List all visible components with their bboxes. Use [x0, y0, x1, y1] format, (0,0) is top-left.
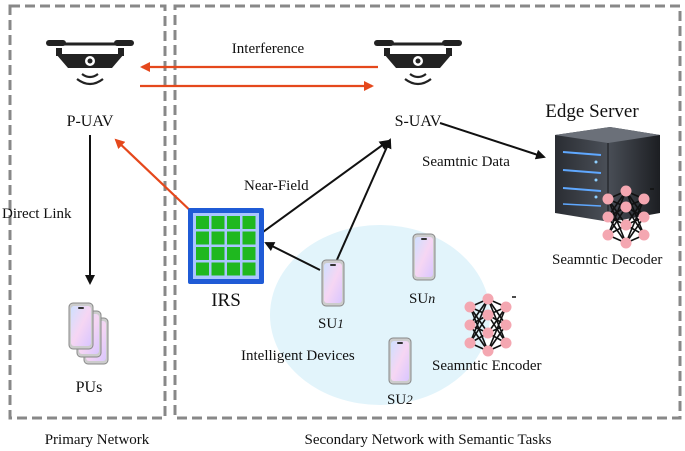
- primary-network-border: [8, 4, 167, 420]
- nn-node: [464, 337, 476, 349]
- irs-element: [211, 216, 225, 229]
- irs-element: [242, 247, 256, 260]
- nn-node: [464, 301, 476, 313]
- irs-element: [196, 262, 209, 276]
- irs-to-suav-arrow: [251, 139, 390, 241]
- nn-node: [602, 193, 614, 205]
- su1-to-irs-arrow: [264, 242, 321, 271]
- nn-node: [500, 301, 512, 313]
- semantic-encoder-network-icon: [464, 293, 516, 357]
- near-field-label: Near-Field: [244, 178, 309, 194]
- s-uav-label: S-UAV: [395, 113, 442, 130]
- irs-element: [242, 216, 256, 229]
- semantic-encoder-label: Seamntic Encoder: [432, 358, 542, 374]
- irs-element: [211, 262, 225, 276]
- irs-element: [227, 247, 240, 260]
- nn-node: [602, 229, 614, 241]
- semantic-decoder-label: Seamntic Decoder: [552, 252, 662, 268]
- nn-node: [620, 201, 632, 213]
- secondary-network-label: Secondary Network with Semantic Tasks: [305, 432, 552, 448]
- su1-phone-icon: [321, 259, 345, 307]
- su2-label: SU2: [387, 392, 413, 408]
- irs-panel: [188, 208, 264, 284]
- pus-label: PUs: [76, 379, 103, 396]
- su1-label: SU1: [318, 316, 344, 332]
- nn-node: [620, 219, 632, 231]
- nn-node: [638, 229, 650, 241]
- sun-label: SUn: [409, 291, 435, 307]
- p-uav-drone-icon: [46, 40, 134, 86]
- nn-node: [638, 193, 650, 205]
- nn-node: [602, 211, 614, 223]
- irs-element: [242, 231, 256, 245]
- edge-server-label: Edge Server: [545, 101, 639, 122]
- semantic-decoder-network-icon: [602, 185, 654, 249]
- nn-node: [500, 319, 512, 331]
- irs-element: [211, 231, 225, 245]
- pus-phone-stack-icon: [68, 302, 109, 365]
- irs-element: [196, 231, 209, 245]
- secondary-network-border: [173, 4, 682, 420]
- irs-element: [227, 262, 240, 276]
- irs-to-puav-arrow: [114, 138, 197, 217]
- nn-node: [620, 237, 632, 249]
- su1-to-suav-arrow: [335, 138, 392, 263]
- semantic-data-label: Seamtnic Data: [422, 154, 510, 170]
- s-uav-drone-icon: [374, 40, 462, 86]
- primary-network-label: Primary Network: [45, 432, 150, 448]
- nn-node: [482, 345, 494, 357]
- suav-to-server-arrow: [439, 122, 546, 160]
- nn-node: [620, 185, 632, 197]
- direct-link-label: Direct Link: [2, 206, 72, 222]
- p-uav-label: P-UAV: [67, 113, 114, 130]
- irs-element: [196, 247, 209, 260]
- irs-element: [242, 262, 256, 276]
- su2-phone-icon: [388, 337, 412, 385]
- nn-node: [482, 309, 494, 321]
- irs-element: [196, 216, 209, 229]
- irs-element: [211, 247, 225, 260]
- nn-node: [500, 337, 512, 349]
- edge-server-icon: [555, 127, 660, 222]
- irs-element: [227, 216, 240, 229]
- nn-node: [638, 211, 650, 223]
- irs-label: IRS: [211, 290, 241, 311]
- intelligent-devices-area: [270, 225, 490, 405]
- sun-phone-icon: [412, 233, 436, 281]
- irs-element: [227, 231, 240, 245]
- interference-label: Interference: [232, 41, 305, 57]
- nn-node: [482, 293, 494, 305]
- intelligent-devices-label: Intelligent Devices: [241, 348, 355, 364]
- nn-node: [464, 319, 476, 331]
- nn-node: [482, 327, 494, 339]
